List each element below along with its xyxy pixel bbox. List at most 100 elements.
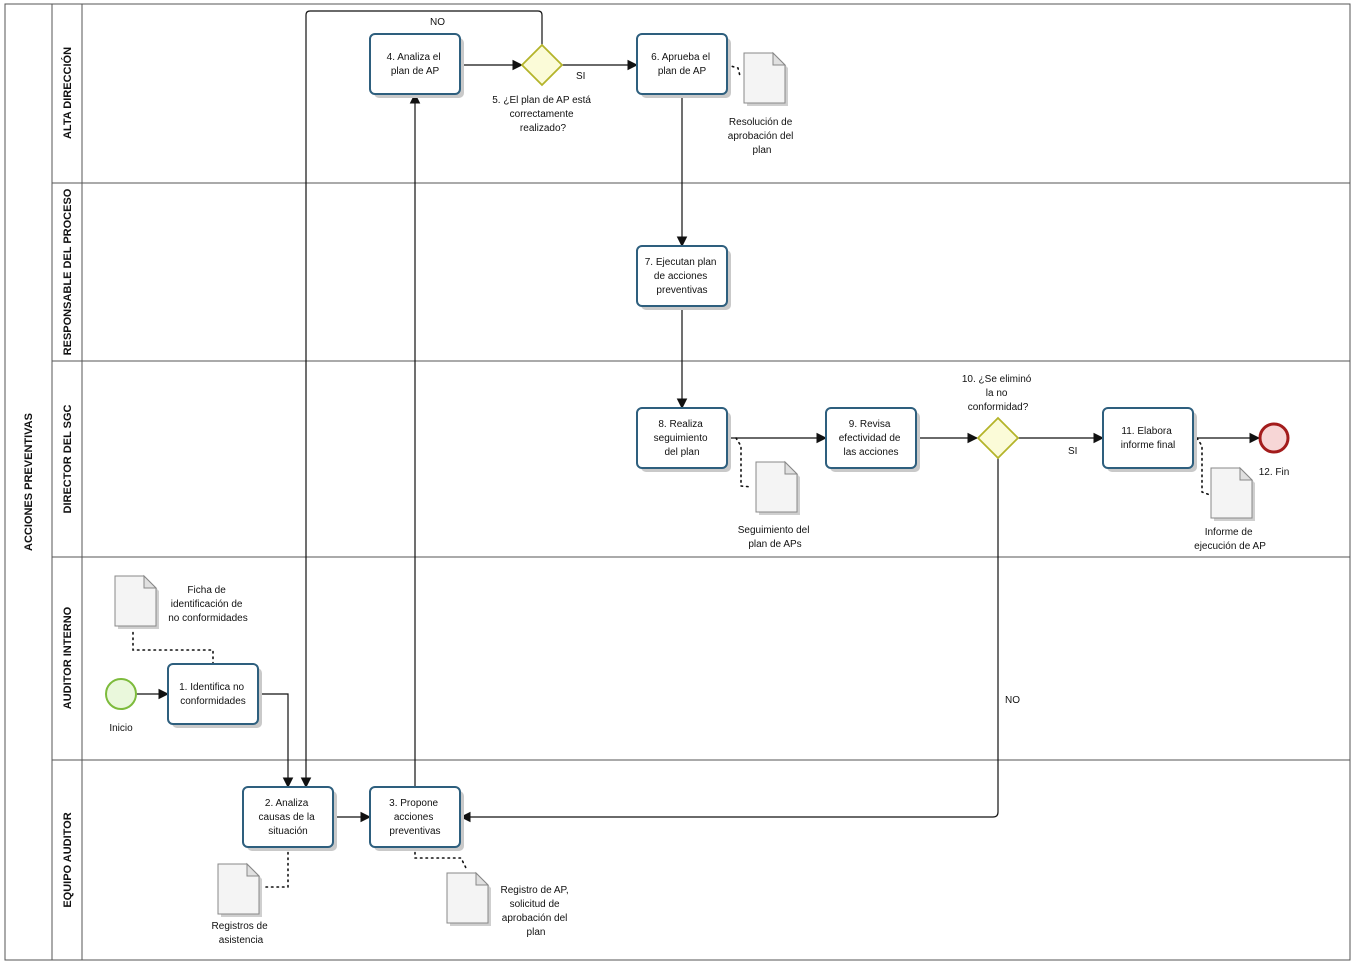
document-registros-line-1: Registros de: [212, 921, 269, 932]
document-resolucion-label: Resolución de aprobación del plan: [728, 117, 796, 156]
task-3-line-1: 3. Propone: [389, 798, 438, 809]
task-3[interactable]: 3. Propone acciones preventivas: [369, 786, 464, 851]
task-8[interactable]: 8. Realiza seguimiento del plan: [636, 407, 731, 472]
task-6-box[interactable]: [636, 33, 728, 95]
task-6-line-2: plan de AP: [658, 66, 707, 77]
flow-g10-no-to-t3: [459, 458, 999, 823]
document-ficha-line-2: identificación de: [171, 599, 243, 610]
task-1-label: 1. Identifica no conformidades: [179, 682, 247, 707]
document-resolucion-line-3: plan: [753, 145, 772, 156]
flow-label-g5-si: SI: [576, 71, 585, 82]
task-6-label: 6. Aprueba el plan de AP: [651, 52, 713, 77]
task-11-label: 11. Elabora informe final: [1121, 426, 1175, 451]
assoc-t11-informe: [1196, 437, 1211, 496]
document-registro-ap-line-2: solicitud de: [510, 899, 560, 910]
task-9-line-3: las acciones: [843, 447, 898, 458]
start-event-circle[interactable]: [105, 678, 137, 710]
task-6[interactable]: 6. Aprueba el plan de AP: [636, 33, 731, 98]
task-8-box[interactable]: [636, 407, 728, 469]
document-ficha[interactable]: Ficha de identificación de no conformida…: [114, 574, 248, 629]
document-informe[interactable]: Informe de ejecución de AP: [1194, 466, 1266, 552]
document-resolucion-line-2: aprobación del: [728, 131, 794, 142]
document-resolucion[interactable]: Resolución de aprobación del plan: [728, 51, 796, 156]
task-7-box[interactable]: [636, 245, 728, 307]
assoc-t2-registros: [261, 846, 289, 888]
document-resolucion-line-1: Resolución de: [729, 117, 793, 128]
task-3-line-3: preventivas: [389, 826, 440, 837]
task-3-line-2: acciones: [394, 812, 433, 823]
task-8-line-2: seguimiento: [654, 433, 708, 444]
task-1-line-1: 1. Identifica no: [179, 682, 244, 693]
end-event[interactable]: 12. Fin: [1258, 422, 1290, 478]
document-registro-ap-line-4: plan: [527, 927, 546, 938]
document-informe-label: Informe de ejecución de AP: [1194, 527, 1266, 552]
task-4-box[interactable]: [369, 33, 461, 95]
document-ficha-line-3: no conformidades: [168, 613, 248, 624]
gateway-5-line-2: correctamente: [510, 109, 574, 120]
task-4[interactable]: 4. Analiza el plan de AP: [369, 33, 464, 98]
start-event[interactable]: Inicio: [105, 678, 137, 734]
document-registros-label: Registros de asistencia: [212, 921, 271, 946]
gateway-5-label: 5. ¿El plan de AP está correctamente rea…: [492, 95, 594, 134]
task-2-box[interactable]: [242, 786, 334, 848]
gateway-10-line-2: la no: [986, 388, 1008, 399]
document-registro-ap-line-1: Registro de AP,: [501, 885, 569, 896]
document-registro-ap[interactable]: Registro de AP, solicitud de aprobación …: [446, 871, 572, 938]
flow-label-g10-no: NO: [1005, 695, 1020, 706]
start-event-label: Inicio: [109, 723, 133, 734]
assoc-t6-resolucion: [726, 64, 741, 77]
task-6-line-1: 6. Aprueba el: [651, 52, 710, 63]
gateway-5-diamond[interactable]: [520, 43, 564, 87]
pool-title: ACCIONES PREVENTIVAS: [23, 413, 35, 551]
gateway-10-label: 10. ¿Se eliminó la no conformidad?: [962, 374, 1034, 413]
task-7-line-2: de acciones: [654, 271, 707, 282]
gateway-5-line-1: 5. ¿El plan de AP está: [492, 95, 591, 106]
task-9[interactable]: 9. Revisa efectividad de las acciones: [825, 407, 920, 472]
task-3-label: 3. Propone acciones preventivas: [389, 798, 441, 837]
flow-label-g5-no: NO: [430, 17, 445, 28]
task-2[interactable]: 2. Analiza causas de la situación: [242, 786, 337, 851]
flow-label-g10-si: SI: [1068, 446, 1077, 457]
assoc-t3-registro-ap: [414, 846, 468, 871]
task-7[interactable]: 7. Ejecutan plan de acciones preventivas: [636, 245, 731, 310]
task-7-line-3: preventivas: [656, 285, 707, 296]
task-11[interactable]: 11. Elabora informe final: [1102, 407, 1197, 472]
lane-title-auditor-interno: AUDITOR INTERNO: [62, 606, 74, 709]
task-11-line-1: 11. Elabora: [1121, 426, 1172, 437]
gateway-10-line-3: conformidad?: [968, 402, 1029, 413]
task-8-line-1: 8. Realiza: [658, 419, 703, 430]
task-3-box[interactable]: [369, 786, 461, 848]
lane-title-director-sgc: DIRECTOR DEL SGC: [62, 404, 74, 513]
document-seguimiento[interactable]: Seguimiento del plan de APs: [738, 460, 813, 550]
pool-frame: [4, 3, 1351, 961]
task-7-line-1: 7. Ejecutan plan: [645, 257, 717, 268]
task-1-box[interactable]: [167, 663, 259, 725]
gateway-5[interactable]: 5. ¿El plan de AP está correctamente rea…: [492, 43, 594, 134]
task-4-line-1: 4. Analiza el: [387, 52, 441, 63]
task-9-box[interactable]: [825, 407, 917, 469]
task-7-label: 7. Ejecutan plan de acciones preventivas: [645, 257, 720, 296]
task-2-line-3: situación: [268, 826, 307, 837]
document-seguimiento-line-2: plan de APs: [748, 539, 801, 550]
task-1-line-2: conformidades: [180, 696, 246, 707]
task-9-line-1: 9. Revisa: [849, 419, 891, 430]
gateway-5-line-3: realizado?: [520, 123, 567, 134]
lane-title-responsable-proceso: RESPONSABLE DEL PROCESO: [62, 188, 74, 355]
gateway-10[interactable]: 10. ¿Se eliminó la no conformidad?: [962, 374, 1034, 460]
end-event-circle[interactable]: [1258, 422, 1290, 454]
lane-title-equipo-auditor: EQUIPO AUDITOR: [62, 812, 74, 907]
task-9-line-2: efectividad de: [839, 433, 901, 444]
task-11-box[interactable]: [1102, 407, 1194, 469]
document-informe-line-2: ejecución de AP: [1194, 541, 1266, 552]
assoc-t1-ficha: [132, 629, 214, 665]
task-11-line-2: informe final: [1121, 440, 1175, 451]
flow-t1-to-t2: [258, 693, 294, 789]
document-registro-ap-label: Registro de AP, solicitud de aprobación …: [501, 885, 572, 938]
gateway-10-diamond[interactable]: [976, 416, 1020, 460]
document-registros[interactable]: Registros de asistencia: [212, 862, 271, 946]
task-1[interactable]: 1. Identifica no conformidades: [167, 663, 262, 728]
gateway-10-line-1: 10. ¿Se eliminó: [962, 374, 1032, 385]
task-9-label: 9. Revisa efectividad de las acciones: [839, 419, 904, 458]
associations: [132, 64, 1211, 888]
